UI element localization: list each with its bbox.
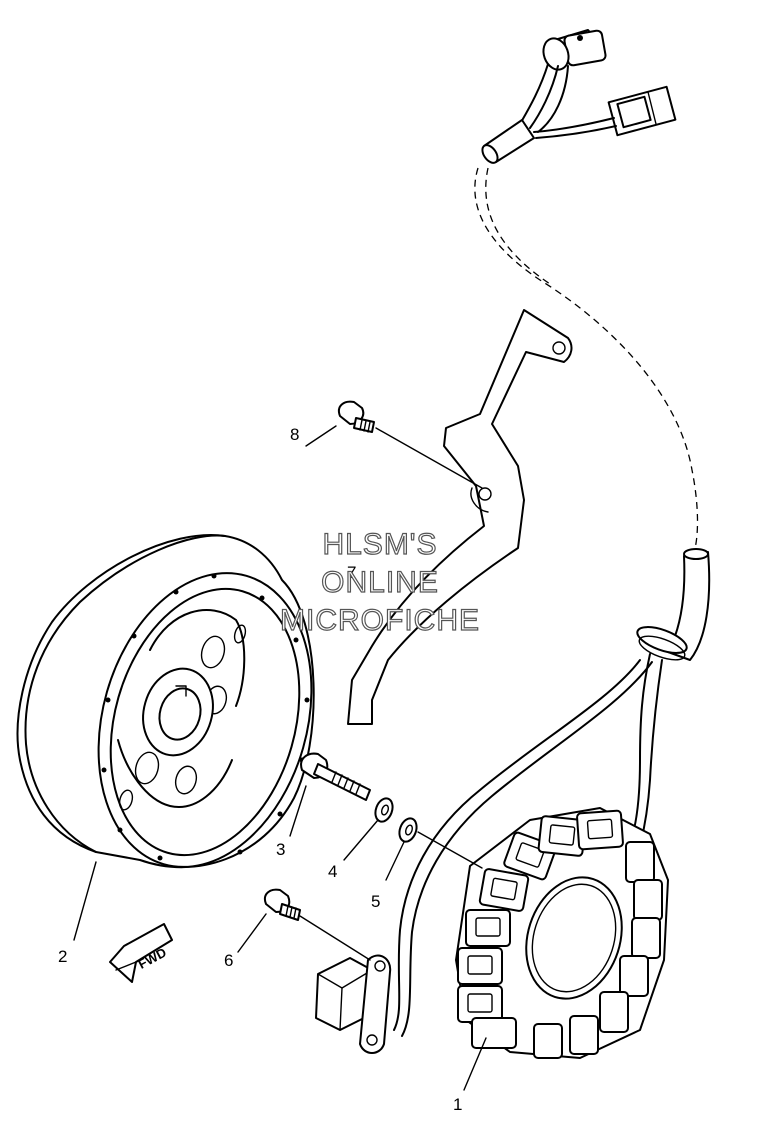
stator-coils	[457, 809, 663, 1059]
watermark-line-2: ONLINE	[321, 566, 439, 599]
callout-numbers: 1 2 3 4 5 6 7 8	[58, 425, 462, 1114]
watermark: HLSM'S ONLINE MICROFICHE	[279, 527, 480, 637]
fwd-direction-arrow: FWD	[109, 923, 173, 983]
rect-coupler	[607, 85, 677, 137]
wire-harness	[393, 29, 711, 1037]
round-coupler	[542, 29, 607, 71]
leader-lines	[73, 425, 487, 1091]
bolt-8	[338, 400, 375, 433]
washer-5	[398, 817, 418, 843]
bolt-3	[300, 752, 371, 801]
callout-5: 5	[371, 892, 380, 911]
bolt-6	[264, 888, 301, 921]
callout-8: 8	[290, 425, 299, 444]
flywheel-rotor	[16, 534, 315, 869]
callout-6: 6	[224, 951, 233, 970]
washer-4	[374, 797, 394, 823]
callout-3: 3	[276, 840, 285, 859]
pickup-coil	[315, 954, 392, 1054]
watermark-line-3: MICROFICHE	[280, 604, 480, 637]
stator-assembly	[455, 807, 669, 1059]
assembly-guide-lines	[299, 427, 483, 961]
callout-1: 1	[453, 1095, 462, 1114]
callout-4: 4	[328, 862, 337, 881]
stator-bracket	[347, 309, 573, 725]
callout-7: 7	[347, 563, 356, 582]
watermark-line-1: HLSM'S	[322, 528, 437, 561]
callout-2: 2	[58, 947, 67, 966]
